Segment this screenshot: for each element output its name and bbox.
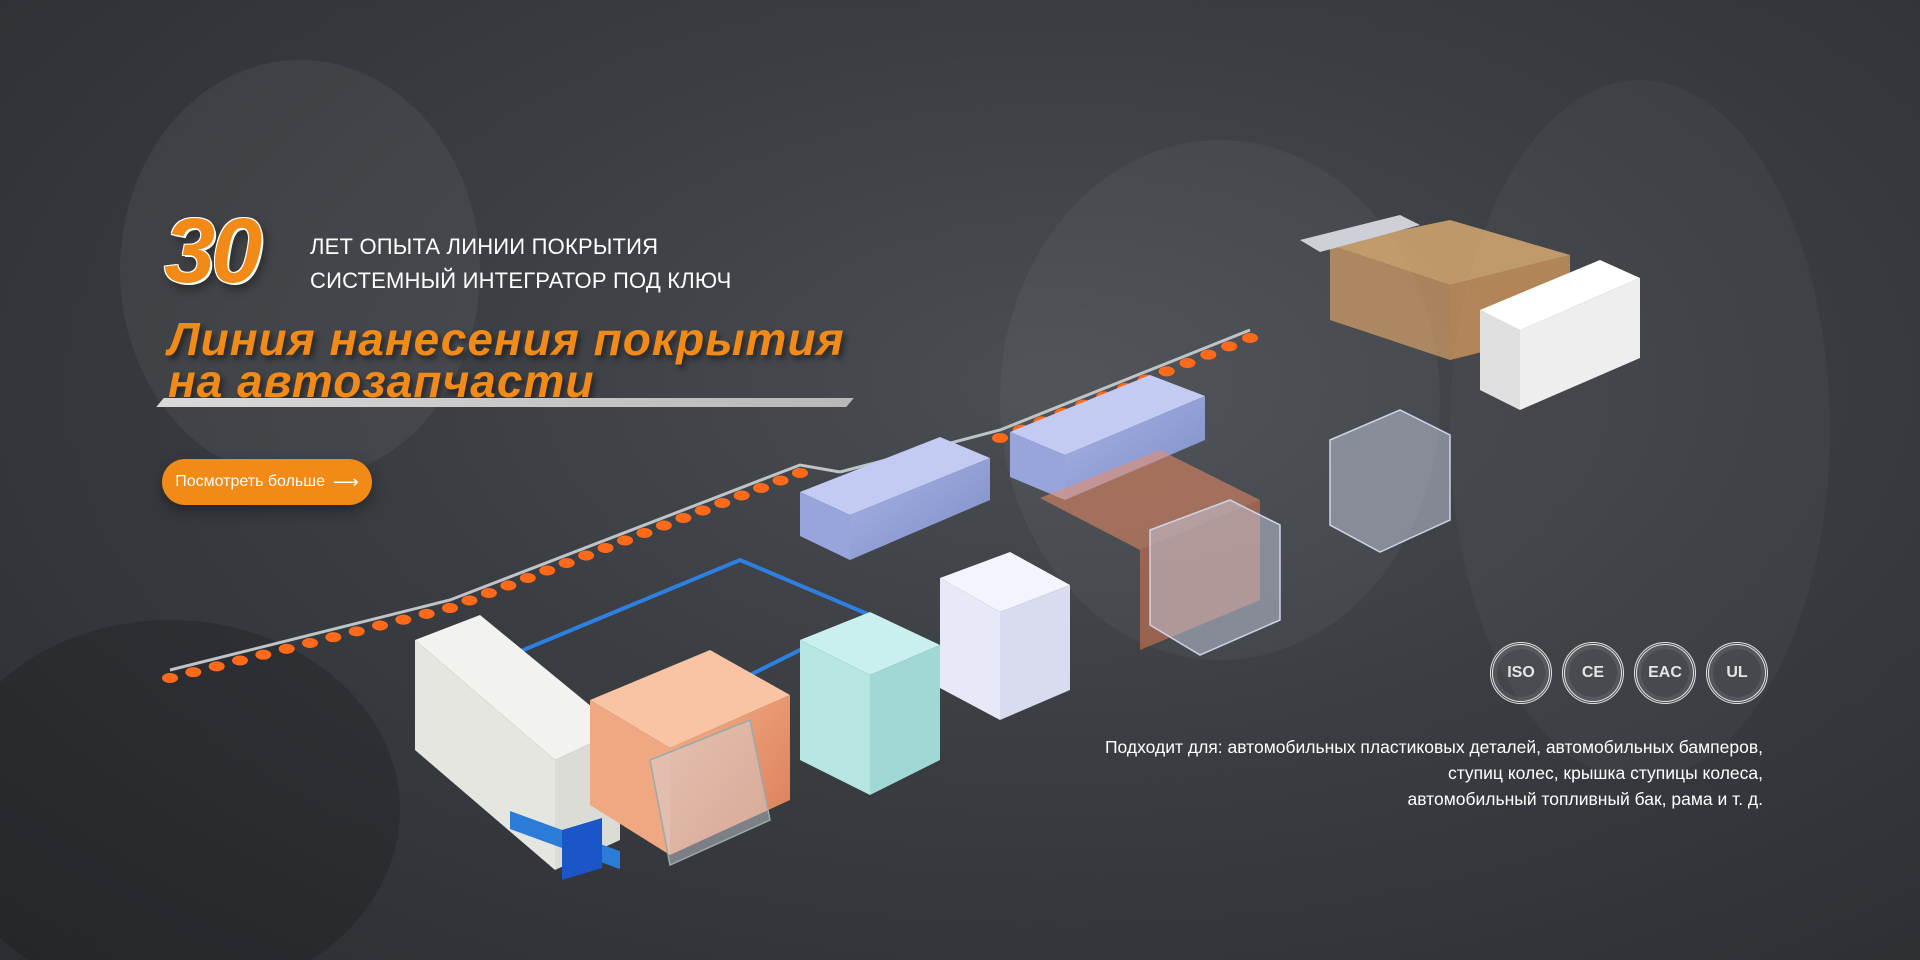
ul-badge: UL (1706, 642, 1768, 704)
conveyor-hanger (162, 673, 178, 683)
conveyor-hanger (733, 490, 750, 501)
conveyor-hanger (208, 661, 225, 672)
robot-booth (1149, 499, 1281, 656)
eac-badge: EAC (1634, 642, 1696, 704)
conveyor-hanger (694, 505, 711, 516)
spray-booth (800, 612, 940, 795)
see-more-button[interactable]: Посмотреть больше ⟶ (162, 459, 372, 505)
flash-off-zone (1040, 450, 1260, 550)
conveyor-hanger (792, 468, 808, 478)
conveyor-hanger (325, 632, 342, 643)
conveyor-hanger (1221, 341, 1238, 352)
conveyor-hanger (519, 573, 536, 583)
hero-subtitle: ЛЕТ ОПЫТА ЛИНИИ ПОКРЫТИЯ СИСТЕМНЫЙ ИНТЕГ… (310, 230, 731, 298)
water-tank (562, 818, 602, 880)
applications-line-2: ступиц колес, крышка ступицы колеса, (1447, 763, 1763, 783)
robot-booth (1329, 409, 1451, 553)
conveyor-hanger (302, 638, 318, 648)
title-underline (156, 398, 854, 407)
iso-badge: ISO (1490, 642, 1552, 704)
conveyor-hanger (500, 580, 517, 591)
background-machinery (0, 620, 400, 960)
conveyor-hanger (461, 595, 478, 606)
curing-oven (590, 650, 790, 855)
conveyor-hanger (348, 626, 365, 637)
years-figure: 30 (164, 200, 262, 302)
conveyor-hanger (185, 667, 202, 678)
duct (1300, 215, 1420, 252)
conveyor-hanger (655, 520, 672, 531)
conveyor-hanger (597, 543, 614, 553)
conveyor-hanger (278, 643, 295, 654)
title-line-1: Линия нанесения покрытия (168, 313, 845, 365)
conveyor-hanger (558, 558, 575, 568)
glass-booth (649, 718, 771, 867)
applications-line-3: автомобильный топливный бак, рама и т. д… (1407, 789, 1764, 809)
conveyor-hanger (232, 655, 248, 666)
coating-line-illustration (162, 215, 1640, 880)
page-title: Линия нанесения покрытия на автозапчасти (168, 313, 845, 407)
subtitle-line-2: СИСТЕМНЫЙ ИНТЕГРАТОР ПОД КЛЮЧ (310, 268, 732, 293)
conveyor-hanger (675, 513, 692, 523)
conveyor-hanger (753, 483, 770, 493)
title-line-2: на автозапчасти (168, 355, 595, 407)
arrow-right-icon: ⟶ (332, 471, 359, 492)
conveyor-hanger (395, 614, 412, 625)
background-worker-silhouette (120, 60, 480, 480)
conveyor-hanger (617, 535, 633, 546)
conveyor-hanger (772, 475, 789, 486)
drying-oven-1 (800, 437, 990, 560)
see-more-label: Посмотреть больше (175, 473, 325, 490)
conveyor-hanger (1179, 358, 1196, 368)
conveyor-hanger (714, 498, 731, 508)
conveyor-hanger (578, 550, 595, 561)
conveyor-hanger (1242, 333, 1258, 343)
subtitle-line-1: ЛЕТ ОПЫТА ЛИНИИ ПОКРЫТИЯ (310, 234, 659, 259)
certification-badges: ISO CE EAC UL (1490, 642, 1768, 704)
conveyor-hanger (255, 649, 272, 660)
conveyor-hanger (992, 433, 1008, 443)
conveyor-hanger (636, 528, 653, 538)
applications-text: Подходит для: автомобильных пластиковых … (1105, 734, 1763, 812)
conveyor-hanger (1200, 349, 1217, 360)
conveyor-hanger (480, 588, 497, 598)
control-container (1480, 260, 1640, 410)
ce-badge: CE (1562, 642, 1624, 704)
conveyor-hanger (539, 565, 556, 576)
conveyor-hanger (1158, 366, 1175, 377)
conveyor-hanger (442, 603, 458, 613)
applications-line-1: Подходит для: автомобильных пластиковых … (1104, 737, 1763, 757)
paint-mixing-room (940, 552, 1070, 720)
conveyor-hanger (372, 620, 388, 631)
conveyor-hanger (418, 608, 435, 619)
